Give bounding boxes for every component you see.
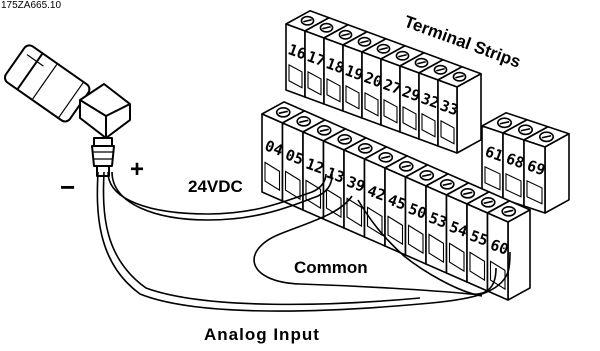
wiring (96, 171, 511, 312)
supply-label: 24VDC (188, 177, 243, 196)
lower-terminal-04: 04 (261, 101, 306, 202)
screw-icon (480, 197, 496, 208)
screw-icon (496, 117, 513, 129)
wire-24vdc (107, 171, 327, 215)
screw-icon (338, 29, 353, 40)
lower-terminal-label: 55 (467, 227, 490, 250)
lower-terminal-label: 12 (303, 155, 326, 178)
upper-terminal-label: 19 (343, 61, 366, 84)
upper-terminal-33: 33 (437, 66, 482, 154)
lower-terminal-label: 13 (324, 164, 347, 187)
screw-icon (517, 124, 534, 136)
screw-icon (433, 64, 448, 75)
screw-icon (319, 22, 334, 33)
lower-terminal-label: 45 (385, 191, 408, 214)
screw-icon (395, 50, 410, 61)
lower-terminal-label: 50 (406, 200, 429, 223)
lower-terminal-label: 60 (488, 236, 511, 259)
right-terminal-label: 68 (504, 149, 527, 172)
analog-input-label: Analog Input (204, 325, 320, 344)
doc-id: 175ZA665.10 (1, 0, 61, 11)
lower-terminal-label: 04 (262, 137, 285, 160)
lower-terminal-label: 05 (283, 146, 306, 169)
right-terminal-label: 61 (483, 142, 506, 165)
wire-analog (96, 171, 511, 312)
pressure-transducer-icon (3, 44, 131, 177)
screw-icon (460, 188, 476, 199)
screw-icon (501, 206, 517, 217)
right-terminal-69: 69 (523, 126, 570, 214)
screw-icon (357, 36, 372, 47)
plus-label: + (130, 156, 144, 183)
screw-icon (538, 131, 555, 143)
screw-icon (337, 134, 353, 145)
wire-24vdc-2 (111, 171, 333, 221)
upper-terminal-label: 33 (438, 96, 461, 119)
screw-icon (439, 179, 455, 190)
lower-terminal-label: 42 (365, 182, 388, 205)
upper-terminal-label: 17 (305, 47, 328, 70)
right-terminal-label: 69 (525, 156, 548, 179)
lower-terminal-label: 54 (447, 218, 470, 241)
screw-icon (357, 143, 373, 154)
minus-label: − (60, 172, 75, 202)
screw-icon (398, 161, 414, 172)
screw-icon (414, 57, 429, 68)
wire-analog-2 (102, 171, 421, 306)
screw-icon (275, 107, 291, 118)
common-label: Common (294, 258, 368, 277)
upper-terminal-label: 27 (381, 75, 404, 98)
upper-terminal-label: 20 (362, 68, 385, 91)
upper-terminal-label: 16 (286, 40, 309, 63)
screw-icon (452, 71, 467, 82)
screw-icon (300, 15, 315, 26)
screw-icon (378, 152, 394, 163)
wire-common-2 (357, 199, 483, 297)
screw-icon (419, 170, 435, 181)
upper-terminal-label: 29 (400, 82, 423, 105)
screw-icon (376, 43, 391, 54)
upper-terminal-label: 18 (324, 54, 347, 77)
lower-terminal-label: 39 (344, 173, 367, 196)
screw-icon (316, 125, 332, 136)
upper-terminal-label: 32 (419, 89, 442, 112)
lower-terminal-60: 60 (486, 200, 531, 301)
lower-terminal-label: 53 (426, 209, 449, 232)
screw-icon (296, 116, 312, 127)
